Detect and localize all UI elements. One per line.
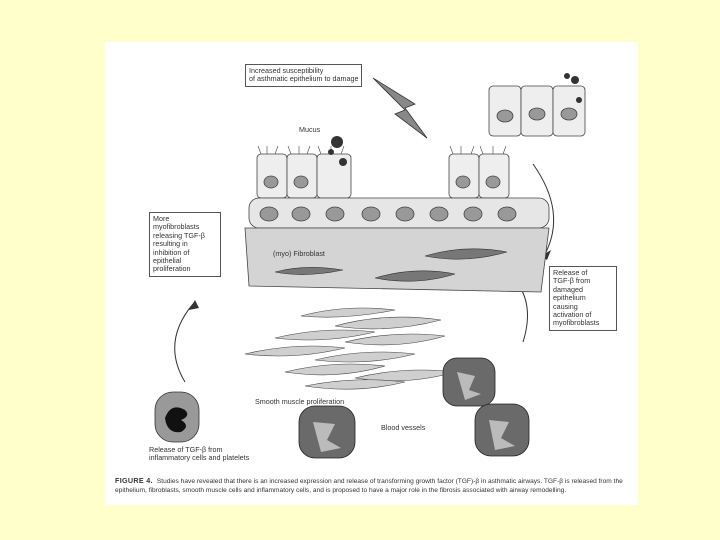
epithelium-release-note-label: Release of TGF-β from damaged epithelium… xyxy=(549,266,617,331)
inflammatory-release-label: Release of TGF-β from inflammatory cells… xyxy=(149,445,250,463)
arrow-inflammatory-up xyxy=(174,303,194,383)
mucus-cell-debris-icon xyxy=(328,136,347,166)
submucosa-layer xyxy=(244,227,550,293)
epithelial-columnar-cells xyxy=(256,153,510,199)
cilia xyxy=(257,145,507,155)
inflammatory-cell-icon xyxy=(154,391,200,443)
smooth-muscle-label: Smooth muscle proliferation xyxy=(255,397,345,406)
figure-caption: FIGURE 4.Studies have revealed that ther… xyxy=(115,476,631,495)
airway-remodelling-diagram xyxy=(154,73,586,459)
figure-panel: Increased susceptibility of asthmatic ep… xyxy=(105,42,638,505)
arrow-epithelium-to-fibroblast xyxy=(532,163,555,255)
figure-number: FIGURE 4. xyxy=(115,476,153,485)
damage-lightning-icon xyxy=(372,77,428,139)
blood-vessels-label: Blood vessels xyxy=(381,423,426,432)
myofibroblast-cells xyxy=(274,248,508,282)
mucus-label: Mucus xyxy=(299,125,321,134)
damaged-cell-debris-icon xyxy=(564,73,582,103)
fibroblast-label: (myo) Fibroblast xyxy=(273,249,325,258)
myofibroblasts-note-label: More myofibroblasts releasing TGF-β resu… xyxy=(149,212,221,277)
damage-susceptibility-label: Increased susceptibility of asthmatic ep… xyxy=(245,64,363,87)
arrow-head-left xyxy=(189,300,199,310)
basal-epithelial-cells xyxy=(248,197,550,229)
smooth-muscle-cells xyxy=(244,307,456,390)
damaged-epithelium-cells xyxy=(488,85,586,137)
caption-text: Studies have revealed that there is an i… xyxy=(115,478,623,494)
